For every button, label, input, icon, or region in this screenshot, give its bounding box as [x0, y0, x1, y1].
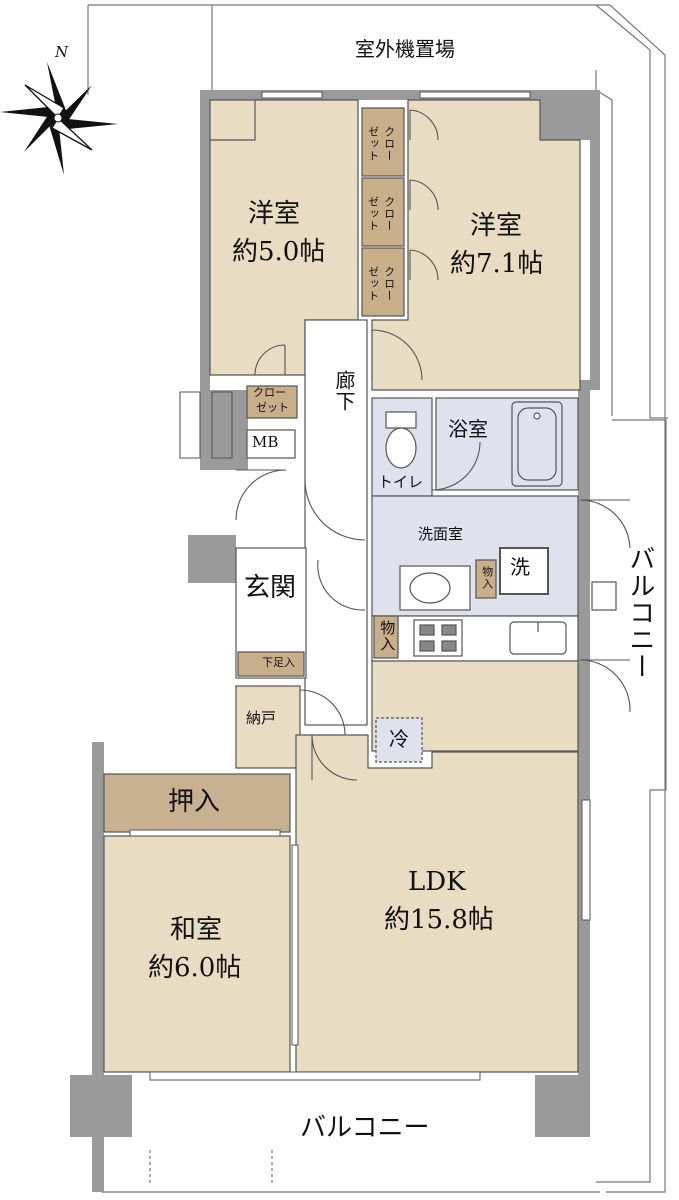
ldk-name: LDK: [408, 867, 466, 897]
windows: [129, 91, 591, 1081]
closet-2-label-b: クロー: [382, 196, 396, 232]
storage-kitchen-label: 物入: [378, 620, 397, 652]
site-outline: [87, 4, 668, 1193]
compass-icon: [0, 62, 118, 175]
sink-icon: [409, 572, 451, 604]
ldk: [295, 734, 579, 1073]
shoe-box: [237, 651, 305, 677]
outdoor-unit-label: 室外機置場: [355, 37, 455, 61]
western-room-1-name: 洋室: [248, 199, 301, 229]
bathroom: [435, 397, 579, 491]
fixtures: [385, 401, 617, 657]
closet-3-label: ゼット: [366, 266, 380, 302]
western-room-1-size: 約5.0帖: [232, 237, 326, 267]
western-room-1: [209, 99, 359, 376]
toilet-bowl-icon: [385, 427, 417, 469]
closet-1-label: ゼット: [366, 126, 380, 162]
storage-wash: [475, 559, 497, 599]
japanese-room: [103, 835, 291, 1073]
oshiire: [103, 773, 291, 833]
bathroom-label: 浴室: [448, 417, 488, 441]
outlet-icon: [591, 581, 617, 611]
small-closet: [246, 385, 298, 419]
storeroom: [235, 685, 301, 769]
closet-3: [361, 247, 405, 317]
corridor: [304, 319, 368, 726]
balcony-side-label: バルコニー: [624, 545, 655, 680]
storeroom-label: 納戸: [246, 709, 277, 727]
western-room-2-size: 約7.1帖: [450, 249, 544, 279]
entrance-label: 玄関: [244, 573, 297, 603]
compass-north-label: N: [55, 43, 69, 61]
closet-3-label-b: クロー: [382, 266, 396, 302]
japanese-room-size: 約6.0帖: [148, 953, 242, 983]
storage-kitchen: [373, 615, 399, 659]
mb-label: MB: [252, 433, 279, 451]
closet-2-label: ゼット: [366, 196, 380, 232]
japanese-room-name: 和室: [170, 915, 223, 945]
washer-icon: [499, 547, 549, 595]
balcony-bottom-label: バルコニー: [300, 1113, 430, 1143]
washroom-label: 洗面室: [418, 525, 464, 543]
toilet-label: トイレ: [378, 473, 424, 491]
corridor-label: 廊下: [332, 370, 356, 412]
walls: [70, 90, 600, 1192]
washer-label: 洗: [510, 555, 530, 579]
bathtub-icon: [511, 401, 563, 487]
toilet-tank-icon: [385, 411, 417, 429]
small-closet-label-bottom: ゼット: [256, 401, 289, 414]
mb-box: [246, 429, 296, 459]
doors: [179, 109, 631, 781]
western-room-2-name: 洋室: [470, 211, 523, 241]
shoe-box-label: 下足入: [262, 656, 295, 669]
oshiire-label: 押入: [168, 787, 221, 817]
ldk-size: 約15.8帖: [384, 905, 494, 935]
closet-1-label-b: クロー: [382, 126, 396, 162]
fridge-space: [375, 717, 423, 763]
fridge-label: 冷: [389, 727, 409, 751]
closet-2: [361, 177, 405, 247]
small-closet-label-top: クロー: [253, 386, 286, 399]
closet-1: [361, 107, 405, 177]
western-room-2: [371, 99, 581, 391]
storage-wash-label: 物入: [480, 566, 494, 590]
